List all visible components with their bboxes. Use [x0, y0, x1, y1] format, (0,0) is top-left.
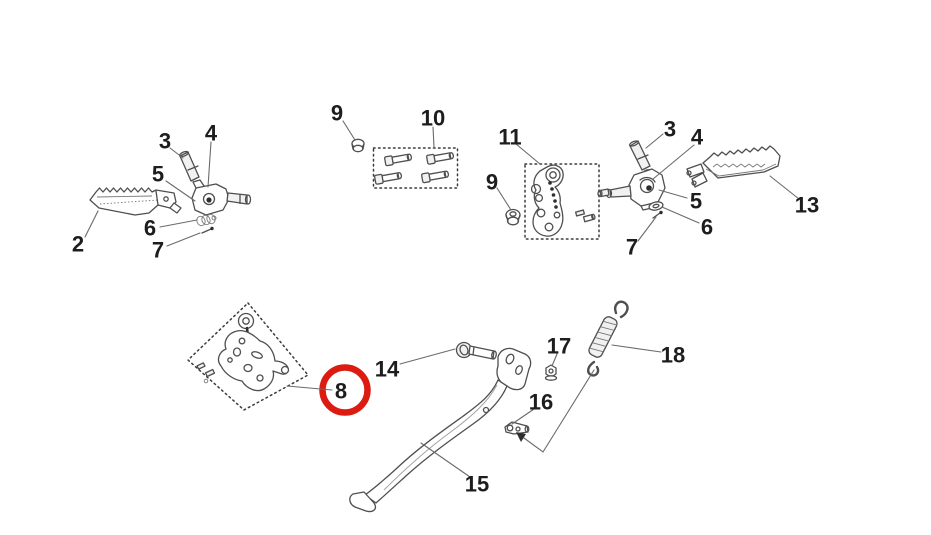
callout-4-left: 4 [205, 121, 218, 146]
stand-bracket-kit-box [186, 301, 310, 411]
bolt-drawing [421, 170, 450, 184]
callout-15: 15 [465, 472, 489, 497]
spring-left-drawing [196, 213, 217, 227]
callout-9-mid: 9 [331, 101, 343, 126]
stand-pivot-pin-drawing [504, 421, 530, 435]
callout-7-right: 7 [626, 235, 638, 260]
bracket-kit-box [524, 163, 600, 240]
callout-labels: 2 3 4 5 6 7 9 10 11 9 3 4 5 6 7 13 8 14 … [72, 101, 819, 497]
return-spring-drawing [586, 300, 629, 377]
callout-5-right: 5 [690, 189, 702, 214]
cotter-pin-left-drawing [201, 226, 214, 234]
nut-right-drawing [505, 208, 521, 226]
nut-mid-drawing [351, 138, 365, 153]
callout-14: 14 [375, 357, 400, 382]
bolt-kit-box [372, 147, 459, 189]
callout-6-right: 6 [701, 215, 713, 240]
callout-9-right: 9 [486, 170, 498, 195]
highlight-circle [319, 364, 371, 416]
callout-5-left: 5 [152, 162, 164, 187]
callout-3-left: 3 [159, 129, 171, 154]
callout-4-right: 4 [691, 125, 704, 150]
pivot-bolt-drawing [455, 341, 497, 360]
callout-17: 17 [547, 334, 571, 359]
cotter-pin-right-drawing [652, 210, 663, 219]
footpeg-left-drawing [89, 187, 182, 216]
bolt-drawing [374, 172, 403, 185]
washer-right-drawing [648, 201, 664, 211]
bracket-left-drawing [191, 179, 252, 216]
callout-18: 18 [661, 343, 685, 368]
callout-8-highlighted: 8 [335, 379, 347, 404]
callout-3-right: 3 [664, 117, 676, 142]
callout-2: 2 [72, 232, 84, 257]
bolt-drawing [384, 153, 413, 167]
callout-10: 10 [421, 106, 445, 131]
pin-left-drawing [179, 150, 200, 182]
leader-lines [84, 120, 800, 478]
spring-attachment-line [516, 369, 595, 453]
side-stand-drawing [349, 347, 532, 513]
callout-11: 11 [498, 125, 521, 150]
bolt-drawing [426, 152, 455, 165]
callout-6-left: 6 [144, 216, 156, 241]
footpeg-right-drawing [686, 145, 781, 188]
callout-7-left: 7 [152, 238, 164, 263]
stand-nut-drawing [544, 364, 558, 381]
callout-16: 16 [529, 390, 553, 415]
callout-13: 13 [795, 193, 819, 218]
